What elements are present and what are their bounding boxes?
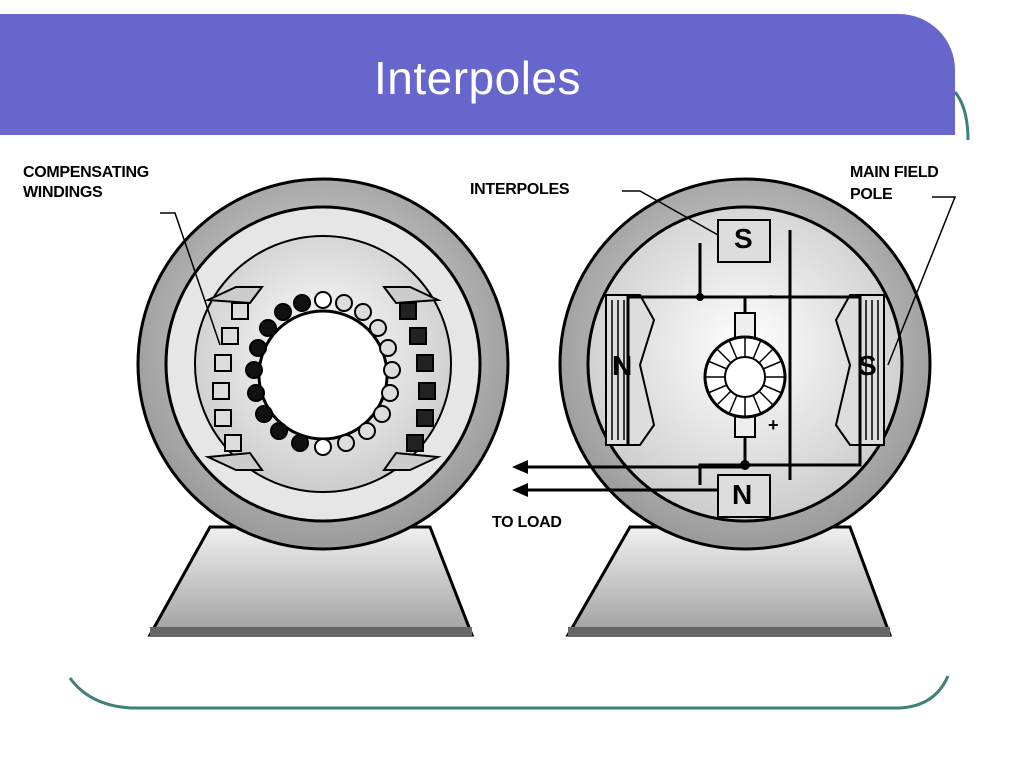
right-base-shadow	[568, 627, 890, 637]
title-bar	[0, 14, 955, 135]
interpole-top-letter: S	[734, 223, 753, 254]
label-main-field: MAIN FIELD	[850, 164, 939, 181]
junction-dot	[740, 460, 750, 470]
label-interpoles: INTERPOLES	[470, 181, 570, 198]
left-motor	[136, 177, 510, 637]
interpoles-diagram: COMPENSATING WINDINGS INTERPOLES MAIN FI…	[0, 135, 1024, 665]
rotor-conductors-left	[245, 291, 401, 456]
label-windings: WINDINGS	[23, 184, 103, 201]
wiring	[520, 230, 862, 492]
compensating-windings-left	[212, 302, 249, 452]
label-compensating: COMPENSATING	[23, 164, 149, 181]
compensating-windings-right	[399, 302, 436, 452]
label-to-load: TO LOAD	[492, 514, 562, 531]
to-load-arrow	[512, 460, 528, 474]
label-plus: +	[768, 415, 779, 435]
main-pole-right-letter: S	[858, 350, 877, 381]
slide-title: Interpoles	[373, 52, 581, 104]
field-winding-lines	[611, 300, 879, 440]
left-base-shadow	[150, 627, 472, 637]
frame-line-bottom	[68, 675, 950, 710]
label-pole: POLE	[850, 186, 893, 203]
commutator-segments	[705, 337, 785, 417]
to-load-arrow	[512, 483, 528, 497]
frame-line-right-top	[953, 91, 970, 141]
left-pole-shoe	[204, 451, 264, 471]
interpole-bottom	[717, 474, 771, 518]
left-rotor	[257, 309, 389, 441]
leader-lines	[160, 190, 957, 366]
interpole-bottom-letter: N	[732, 479, 753, 510]
left-pole-shoe	[382, 451, 442, 471]
interpole-top	[717, 219, 771, 263]
right-motor	[512, 177, 932, 637]
label-minus: -	[768, 285, 774, 305]
main-pole-left-letter: N	[612, 350, 633, 381]
motor-drawing	[136, 177, 957, 637]
junction-dot	[696, 293, 704, 301]
